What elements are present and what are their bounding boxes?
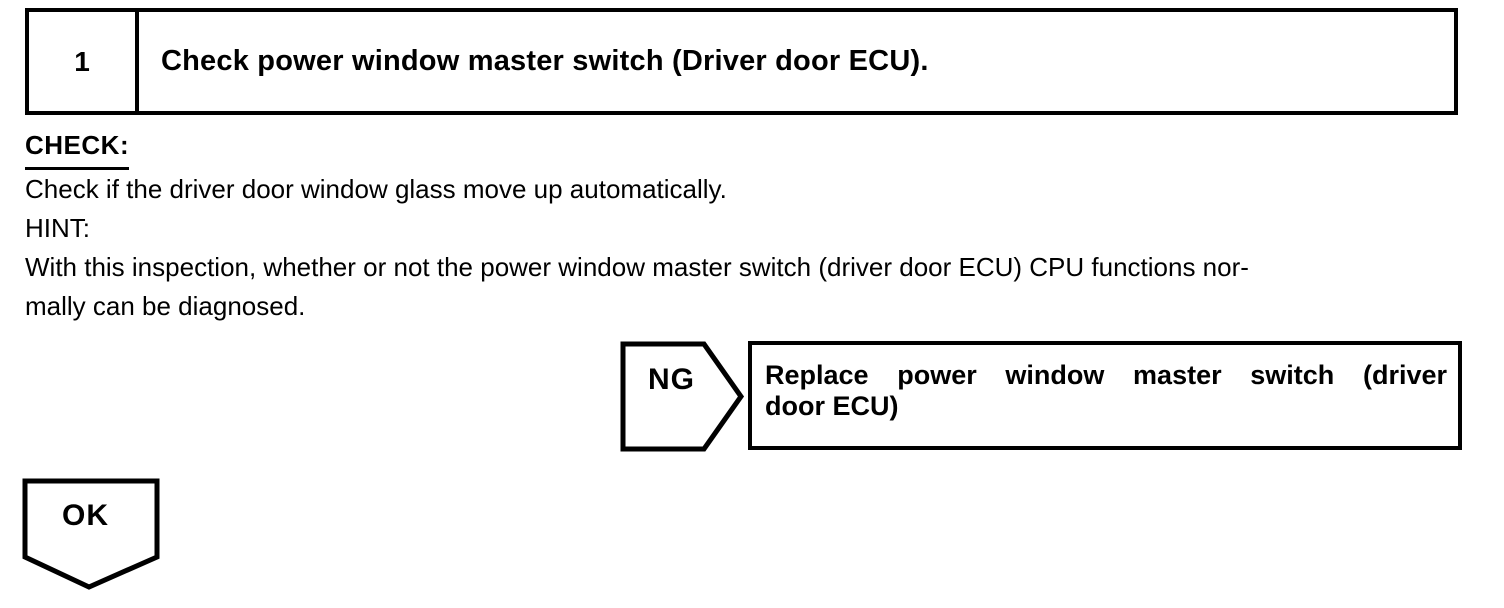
ok-arrow-icon — [22, 478, 160, 590]
check-instruction: Check if the driver door window glass mo… — [25, 174, 727, 204]
ok-connector: OK — [22, 478, 160, 591]
ng-action-box: Replace power window master switch (driv… — [748, 341, 1462, 450]
ng-connector: NG — [620, 341, 745, 452]
ng-label: NG — [648, 363, 695, 396]
check-label: CHECK: — [25, 126, 130, 170]
ng-action-line-1: Replace power window master switch (driv… — [765, 360, 1447, 390]
step-number: 1 — [29, 12, 139, 111]
step-title: Check power window master switch (Driver… — [161, 45, 929, 77]
ng-arrow-icon — [620, 341, 745, 452]
step-header-box: 1 Check power window master switch (Driv… — [25, 8, 1458, 115]
ng-action-line-2: door ECU) — [765, 391, 899, 421]
hint-label: HINT: — [25, 213, 90, 243]
hint-line-2: mally can be diagnosed. — [25, 291, 306, 321]
hint-line-1: With this inspection, whether or not the… — [25, 252, 1249, 282]
check-label-line: CHECK: — [25, 126, 1475, 170]
check-section: CHECK: Check if the driver door window g… — [25, 126, 1475, 326]
ok-label: OK — [62, 499, 109, 532]
